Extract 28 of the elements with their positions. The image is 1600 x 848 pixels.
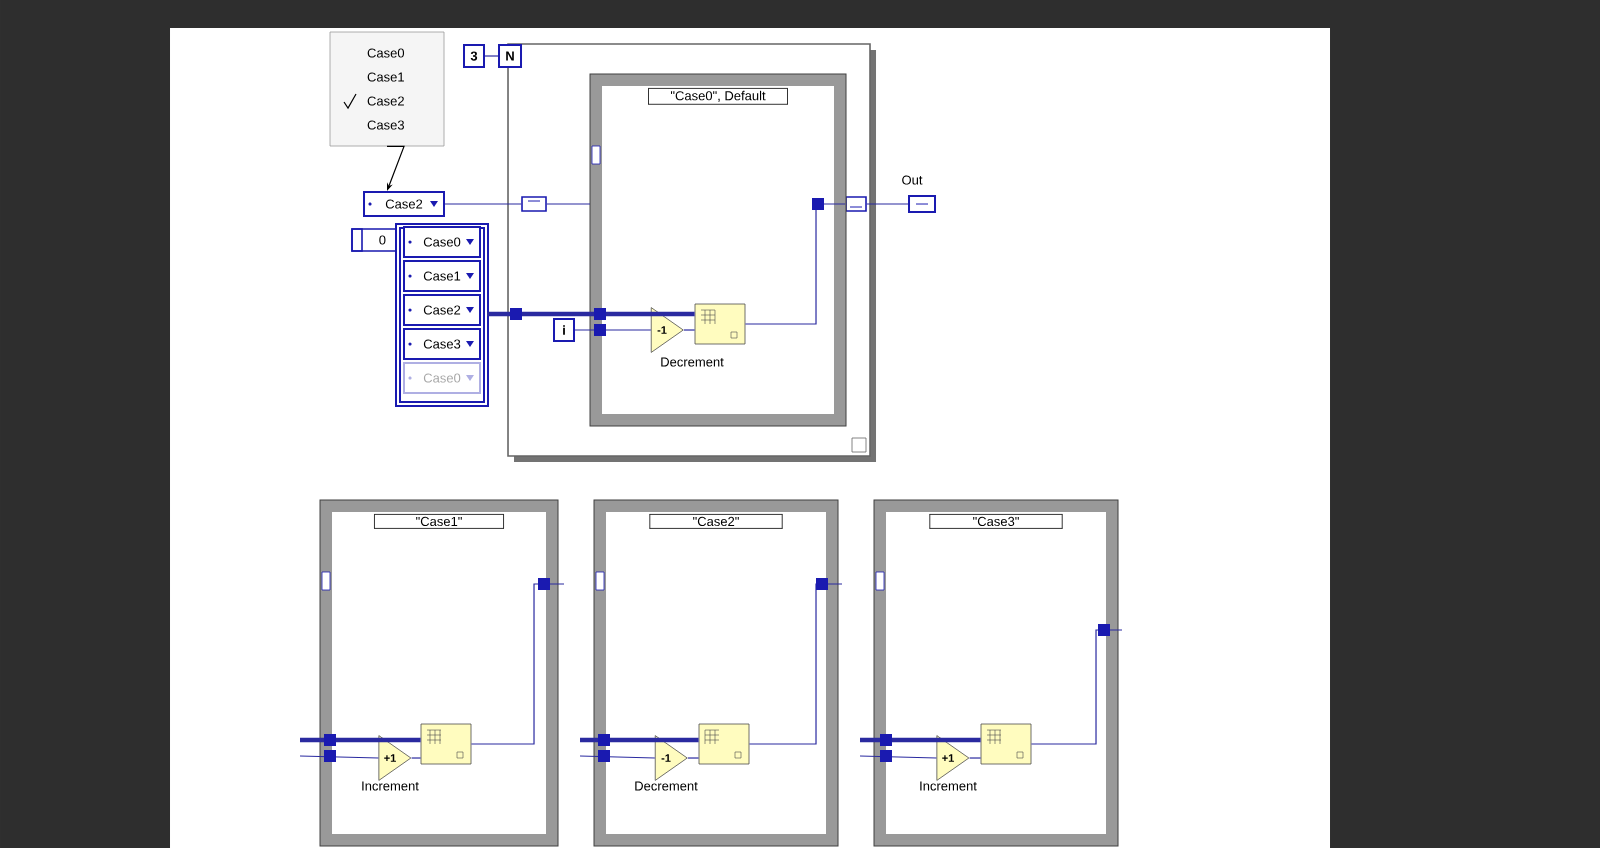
insert-into-array-icon — [694, 303, 746, 345]
insert-into-array-icon — [980, 723, 1032, 765]
wire — [687, 757, 700, 759]
array-indicator — [908, 195, 936, 213]
wire — [470, 583, 565, 745]
wire — [444, 203, 522, 205]
shift-register — [845, 196, 867, 212]
wire — [546, 203, 591, 205]
wire — [866, 203, 909, 205]
wire — [968, 757, 982, 759]
wire — [860, 737, 981, 743]
wire — [1030, 629, 1123, 745]
shift-register — [521, 196, 547, 212]
wire — [683, 329, 696, 331]
wire — [859, 755, 938, 759]
wire — [410, 757, 422, 759]
wire — [300, 737, 421, 743]
wire — [744, 203, 846, 325]
wire — [487, 311, 695, 317]
insert-into-array-icon — [420, 723, 472, 765]
wire — [299, 755, 380, 759]
insert-into-array-icon — [698, 723, 750, 765]
wire — [580, 737, 699, 743]
wire — [748, 583, 843, 745]
wire — [484, 55, 499, 57]
wire — [574, 329, 652, 331]
wire — [579, 755, 656, 759]
array-constant — [395, 223, 489, 407]
